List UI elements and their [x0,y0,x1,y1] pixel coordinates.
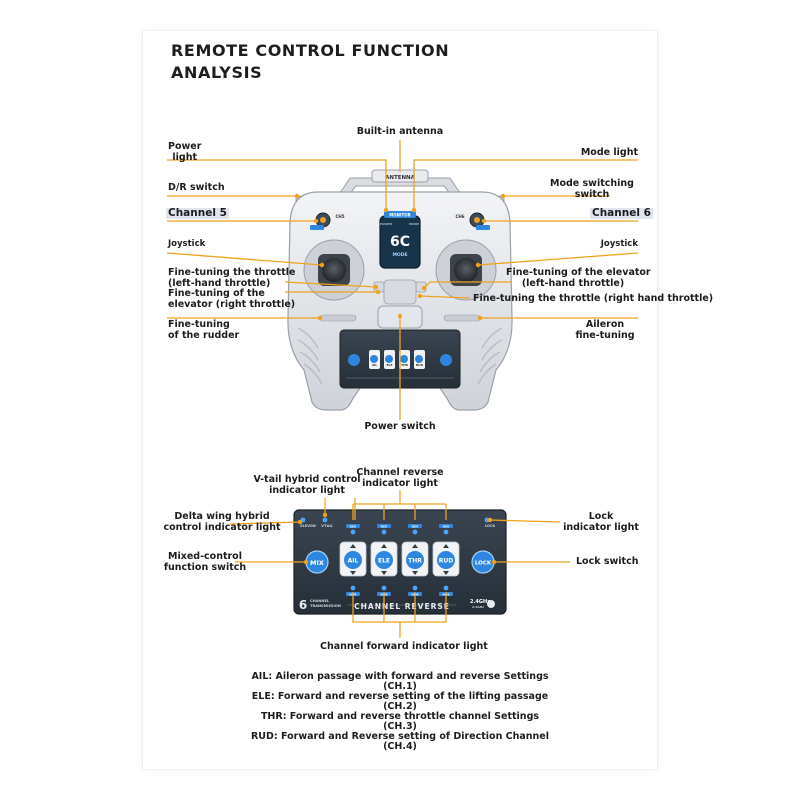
grip-ridges-right [477,327,503,385]
thr-label: THR [408,558,422,565]
label-joystick-right: Joystick [600,239,638,249]
mini-thr: THR [401,363,409,367]
label-fine-throttle-right: Fine-tuning the throttle (right hand thr… [473,293,714,304]
grip-ridges-left [297,327,323,385]
mode-caption: MODE [409,222,419,226]
ch6-caption: CH6 [455,214,464,219]
center-pad [383,279,417,305]
mix-label: MIX [310,559,324,567]
channel-legend: AIL: Aileron passage with forward and re… [230,672,570,752]
elevon-caption: ELEVON [300,524,316,528]
label-lock-switch: Lock switch [576,556,639,567]
legend-thr: THR: Forward and reverse throttle channe… [260,711,540,732]
page-title: REMOTE CONTROL FUNCTION ANALYSIS [171,40,449,84]
ch5-caption: CH5 [335,214,344,219]
forward-indicators [350,585,449,591]
mini-ail: AIL [372,363,377,367]
ail-label: AIL [348,558,359,565]
mini-ele: ELE [386,363,392,367]
panel-callout-lines [229,490,570,638]
ail-key [344,551,362,569]
screen-model: 6C [390,234,410,250]
ele-label: ELE [378,558,390,565]
thr-key [406,551,424,569]
rud-label: RUD [439,558,453,565]
lock-label: LOCK [475,561,492,567]
top-callout-dots [294,193,506,321]
mini-rud: RUD [416,363,424,367]
label-power-switch: Power switch [364,421,436,432]
label-channel-forward-light: Channel forward indicator light [320,641,488,652]
legend-ail: AIL: Aileron passage with forward and re… [251,671,549,692]
label-fine-elevator-left: Fine-tuning of the elevator(left-hand th… [506,267,651,289]
rev-caption-4: REV [443,525,450,529]
label-joystick-left: Joystick [168,239,206,249]
lock-caption: LOCK [485,524,496,528]
footer-number: 6 [299,598,307,612]
page-title-line-2: ANALYSIS [171,63,263,82]
freq-sub: 2.4GHz [472,605,484,609]
vtail-caption: V-TAIL [321,524,334,528]
legend-rud: RUD: Forward and Reverse setting of Dire… [250,731,550,752]
rev-caption-2: REV [381,525,388,529]
page-title-line-1: REMOTE CONTROL FUNCTION [171,41,450,60]
label-channel-5: Channel 5 [166,207,229,219]
footer-sub-1: CHANNEL [310,599,330,603]
label-dr-switch: D/R switch [168,182,225,193]
ele-key [375,551,393,569]
panel-callout-dots [297,512,497,565]
reverse-indicators [350,529,449,535]
up-arrows [350,544,449,548]
freq-label: 2.4GHz [470,599,490,605]
antenna-caption: ANTENNA [385,175,416,181]
legend-ele: ELE: Forward and reverse setting of the … [251,691,549,712]
label-fine-throttle-left: Fine-tuning the throttle(left-hand throt… [168,267,296,289]
screen-badge: MODE [392,252,407,258]
label-builtin-antenna: Built-in antenna [356,126,444,137]
rev-caption-1: REV [350,525,357,529]
channel-panel [293,509,507,615]
power-caption: POWER [380,222,393,226]
top-callout-lines [166,140,639,420]
footer-sub-2: TRANSMISSION [310,604,341,608]
down-arrows [350,571,449,575]
label-mode-light: Mode light [580,147,638,158]
transmitter [287,169,513,411]
rud-key [437,551,455,569]
label-channel-6: Channel 6 [590,207,653,219]
footer-title: CHANNEL REVERSE [354,602,450,611]
rev-caption-3: REV [412,525,419,529]
left-joystick [322,258,346,282]
rev-tags [346,524,453,528]
right-joystick [454,258,478,282]
vtail-indicator [322,517,328,523]
screen-top-badge: MONITOR [389,213,410,218]
